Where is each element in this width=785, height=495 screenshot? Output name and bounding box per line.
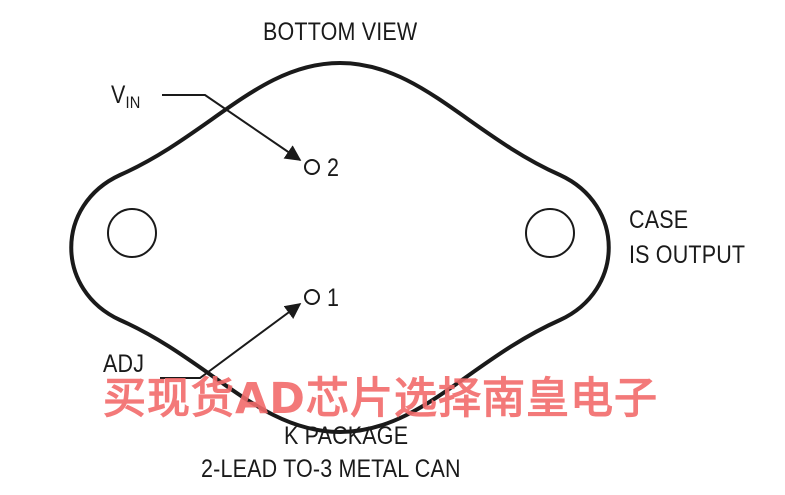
package-outline — [69, 60, 611, 435]
pin-1-circle — [304, 289, 320, 305]
watermark-text: 买现货AD芯片选择南皇电子 — [103, 374, 658, 424]
adj-leader-arrow — [160, 303, 302, 379]
mounting-hole-left — [107, 208, 157, 258]
pin-1-number: 1 — [327, 284, 340, 312]
package-name: K PACKAGE — [284, 422, 409, 450]
vin-label: VIN — [111, 81, 140, 113]
vin-leader-arrow — [162, 94, 302, 161]
vin-label-main: V — [111, 81, 126, 109]
package-description: 2-LEAD TO-3 METAL CAN — [201, 455, 461, 483]
adj-label: ADJ — [103, 350, 145, 378]
pin-2-circle — [304, 159, 320, 175]
pin-2-number: 2 — [327, 154, 340, 182]
mounting-hole-right — [525, 208, 575, 258]
case-note-line2: IS OUTPUT — [629, 241, 746, 269]
diagram-title: BOTTOM VIEW — [263, 18, 418, 46]
case-note-line1: CASE — [629, 206, 689, 234]
vin-label-sub: IN — [125, 93, 141, 112]
